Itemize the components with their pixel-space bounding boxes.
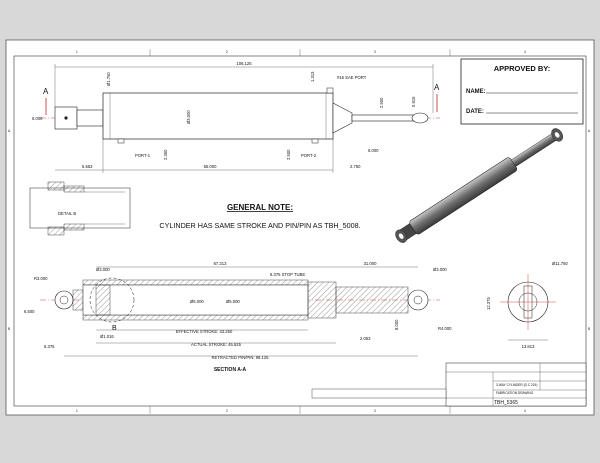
general-note-body: CYLINDER HAS SAME STROKE AND PIN/PIN AS … (159, 221, 360, 230)
dim-rod-end: 6.000 (368, 148, 379, 153)
zone-col-3-bottom: 3 (374, 409, 376, 413)
dim-pin-dia-right: Ø3.000 (433, 267, 447, 272)
dim-port-offset: 1.313 (310, 71, 315, 82)
dim-port-height-2: 2.500 (286, 149, 291, 160)
dim-piston-dia: Ø5.000 (226, 299, 240, 304)
dim-overall-length: 106.125 (236, 61, 252, 66)
dim-pin: 6.000 (32, 116, 43, 121)
dim-gland: 2.063 (360, 336, 371, 341)
approval-box: APPROVED BY: NAME: DATE: (460, 58, 584, 125)
detail-b-view: DETAIL B (29, 181, 131, 236)
zone-row-b: B (8, 327, 10, 331)
approval-title: APPROVED BY: (494, 64, 551, 73)
dim-end-diameter: Ø11.750 (552, 261, 568, 266)
top-view: 106.125 Ø1.750 #16 SAE PORT 1.313 Ø3.000… (32, 61, 440, 173)
title-note: FABRICATION DRAWING (496, 391, 534, 395)
dim-tube-od: Ø3.000 (186, 110, 191, 124)
title-description: 3-WAY CYLINDER (D.C.215) (496, 383, 537, 387)
dim-base-offset: 5.375 (44, 344, 55, 349)
label-port-1: PORT-1 (135, 153, 151, 158)
zone-row-b-right: B (588, 327, 590, 331)
zone-col-2: 2 (226, 50, 228, 54)
end-view: Ø11.750 12.375 13.813 (486, 261, 568, 349)
dim-end-height: 12.375 (486, 297, 491, 310)
zone-markers: 1 2 3 4 1 2 3 4 A B A B (8, 49, 591, 414)
dim-end-width: 13.813 (522, 344, 535, 349)
dim-stop-tube: 6.375 STOP TUBE (270, 272, 305, 277)
section-label: SECTION A-A (214, 367, 247, 373)
zone-row-a-right: A (588, 129, 591, 133)
dim-port-size: #16 SAE PORT (337, 75, 367, 80)
zone-col-4-bottom: 4 (524, 409, 526, 413)
zone-col-3: 3 (374, 50, 376, 54)
dim-end-length: 2.750 (350, 164, 361, 169)
section-marker-left: A (43, 87, 49, 96)
label-port-2: PORT-2 (301, 153, 317, 158)
dim-actual-stroke: ACTUAL STROKE: 45.625 (191, 342, 242, 347)
dim-base-length: 5.563 (82, 164, 93, 169)
zone-col-1: 1 (76, 50, 78, 54)
dim-port-height-1: 2.350 (163, 149, 168, 160)
dim-radius-left: R3.000 (34, 276, 48, 281)
zone-col-2-bottom: 2 (226, 409, 228, 413)
zone-row-a: A (8, 129, 11, 133)
dim-end-length-section: 31.000 (364, 261, 377, 266)
dim-retracted: RETRACTED PIN/PIN: 99.125 (211, 355, 269, 360)
detail-b-label: DETAIL B (58, 211, 76, 216)
dim-left-height: 6.500 (24, 309, 35, 314)
isometric-cylinder (395, 128, 564, 243)
zone-col-4: 4 (524, 50, 526, 54)
dim-right-height: 8.000 (394, 319, 399, 330)
title-part-number: TBH_5365 (494, 400, 518, 406)
section-a-a-view: B 67.313 6.375 STOP TUBE 31.000 Ø3.000 Ø… (24, 261, 452, 373)
zone-col-1-bottom: 1 (76, 409, 78, 413)
dim-rod-2: 0.915 (411, 96, 416, 107)
dim-rod-bore: Ø6.000 (190, 299, 204, 304)
dim-tube-length: 55.000 (204, 164, 217, 169)
dim-effective-stroke: EFFECTIVE STROKE: 43.250 (176, 329, 233, 334)
approval-date-label: DATE: (466, 109, 484, 115)
title-block: 3-WAY CYLINDER (D.C.215) FABRICATION DRA… (311, 362, 587, 407)
dim-bore: Ø1.750 (106, 72, 111, 86)
dim-pin-dia-left: Ø3.000 (96, 267, 110, 272)
detail-marker: B (112, 325, 117, 332)
section-marker-right: A (434, 83, 440, 92)
approval-name-label: NAME: (466, 89, 486, 95)
dim-rod: 2.500 (379, 97, 384, 108)
general-note: GENERAL NOTE: CYLINDER HAS SAME STROKE A… (159, 203, 360, 230)
general-note-title: GENERAL NOTE: (227, 203, 293, 212)
dim-radius-right: R4.000 (438, 326, 452, 331)
dim-left-offset: Ø1.016 (100, 334, 114, 339)
dim-stroke-length: 67.313 (214, 261, 227, 266)
